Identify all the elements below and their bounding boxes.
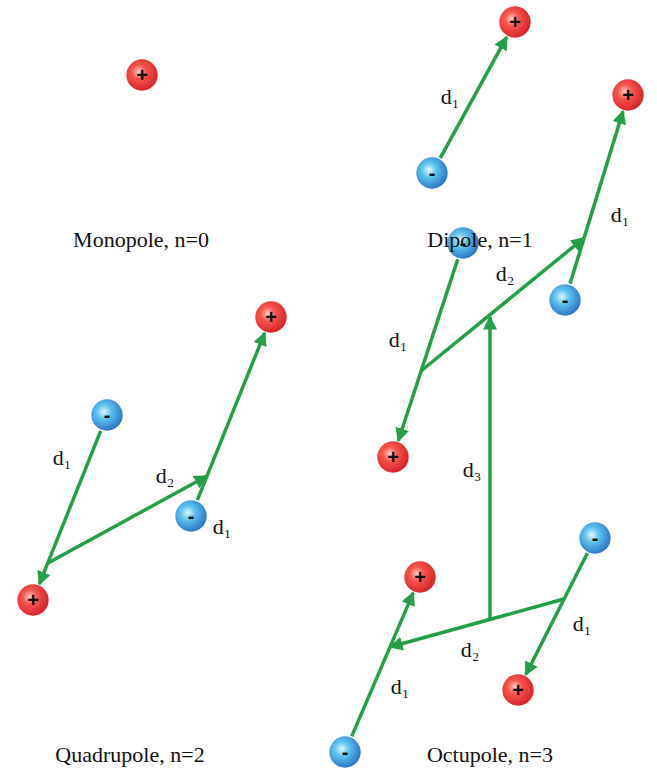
charge-sign: + — [622, 85, 634, 105]
charge-circle: + — [377, 441, 409, 473]
charge-circle: + — [404, 561, 436, 593]
charge-circle: - — [329, 736, 361, 768]
charge-sign: + — [136, 65, 148, 85]
charge-sign: + — [414, 567, 426, 587]
distance-label: d₁ — [573, 612, 592, 636]
charge-circle: + — [612, 79, 644, 111]
distance-label: d₁ — [391, 675, 410, 699]
caption: Quadrupole, n=2 — [55, 743, 204, 767]
charge-circle: - — [579, 522, 611, 554]
charge-sign: - — [104, 405, 111, 425]
charge-circle: + — [499, 6, 531, 38]
charge-circle: + — [255, 301, 287, 333]
dipole-arrow — [440, 37, 507, 158]
caption: Monopole, n=0 — [73, 228, 209, 252]
caption: Octupole, n=3 — [427, 743, 553, 767]
distance-label: d₁ — [611, 203, 630, 227]
charge-sign: - — [562, 290, 569, 310]
dipole-arrow — [570, 111, 623, 284]
charge-circle: + — [17, 584, 49, 616]
charge-sign: - — [429, 163, 436, 183]
distance-label: d₂ — [461, 638, 480, 662]
charge-circle: - — [549, 284, 581, 316]
d2-arrow — [421, 238, 584, 371]
charge-sign: - — [342, 742, 349, 762]
dipole-arrow — [39, 431, 100, 584]
charge-sign: + — [27, 590, 39, 610]
distance-label: d₁ — [441, 85, 460, 109]
dipole-arrow — [352, 593, 414, 737]
charge-sign: - — [592, 528, 599, 548]
distance-label: d₁ — [53, 446, 72, 470]
charge-sign: + — [265, 307, 277, 327]
dipole-arrow — [197, 333, 264, 500]
distance-label: d₂ — [496, 262, 515, 286]
distance-label: d₃ — [463, 458, 482, 482]
distance-label: d₂ — [156, 464, 175, 488]
charge-circle: + — [126, 59, 158, 91]
d3-arrow — [488, 317, 492, 619]
charge-sign: + — [509, 12, 521, 32]
d2-arrow — [48, 476, 207, 563]
charge-circle: - — [175, 500, 207, 532]
charge-circle: - — [416, 157, 448, 189]
charge-circle: + — [502, 674, 534, 706]
charge-circle: - — [91, 399, 123, 431]
distance-label: d₁ — [213, 515, 232, 539]
charge-sign: - — [188, 506, 195, 526]
charge-sign: + — [387, 447, 399, 467]
distance-label: d₁ — [389, 328, 408, 352]
charge-sign: + — [512, 680, 524, 700]
caption: Dipole, n=1 — [427, 228, 532, 252]
